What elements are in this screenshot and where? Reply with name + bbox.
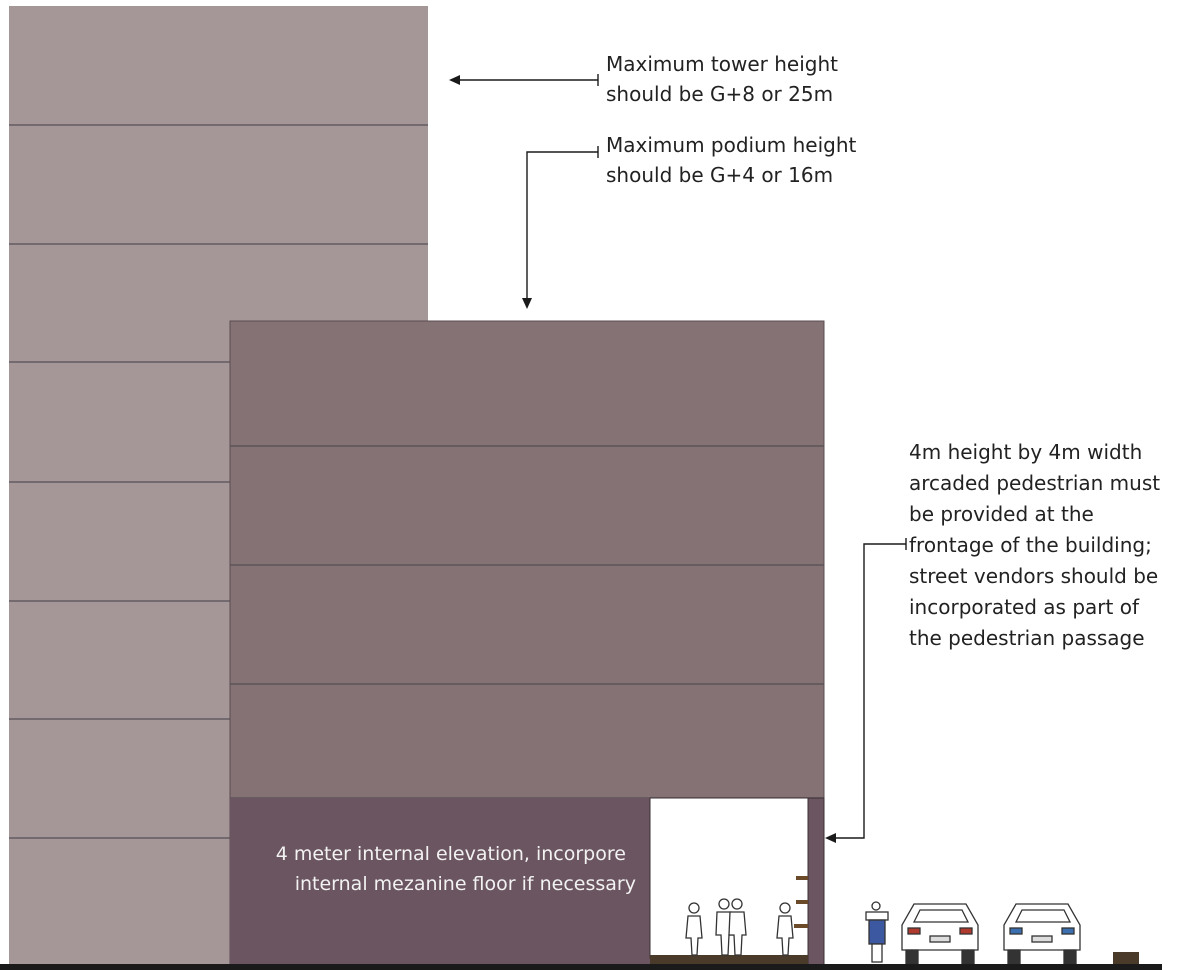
- pedestrian-icon: [685, 902, 703, 956]
- arcade-note-line: frontage of the building;: [909, 533, 1152, 557]
- arcade-note-line: the pedestrian passage: [909, 626, 1145, 650]
- arcade-note-line: street vendors should be: [909, 564, 1158, 588]
- arcade-note-line: incorporated as part of: [909, 595, 1140, 619]
- tower-height-note: Maximum tower height should be G+8 or 25…: [606, 52, 844, 106]
- podium-note-line: should be G+4 or 16m: [606, 163, 833, 187]
- street-vendor-icon: [776, 902, 794, 956]
- arcade-note-line: 4m height by 4m width: [909, 440, 1142, 464]
- ground-floor-note-line: internal mezanine floor if necessary: [295, 873, 636, 895]
- tower-height-leader: [449, 74, 599, 86]
- ground-floor-note-line: 4 meter internal elevation, incorpore: [276, 843, 626, 865]
- podium-height-note: Maximum podium height should be G+4 or 1…: [606, 133, 863, 187]
- arcade-column: [807, 797, 825, 967]
- vendor-shelves: [794, 876, 808, 928]
- podium-note-line: Maximum podium height: [606, 133, 857, 157]
- arcade-note-line: be provided at the: [909, 502, 1094, 526]
- tower-note-line: Maximum tower height: [606, 52, 838, 76]
- arcade-leader: [825, 538, 907, 843]
- motorcycle-icon: [865, 901, 889, 963]
- pedestrians-icon: [715, 898, 747, 956]
- bench-icon: [1113, 952, 1139, 964]
- car-icon: [1003, 903, 1081, 965]
- tower-floor-lines: [9, 124, 428, 839]
- arcade-floor: [650, 955, 808, 965]
- arcade-note: 4m height by 4m width arcaded pedestrian…: [909, 440, 1166, 650]
- podium-height-leader: [522, 146, 599, 309]
- car-icon: [901, 903, 979, 965]
- ground-floor-note: 4 meter internal elevation, incorpore in…: [276, 843, 636, 895]
- tower-note-line: should be G+8 or 25m: [606, 82, 833, 106]
- arcade-note-line: arcaded pedestrian must: [909, 471, 1160, 495]
- ground-line: [0, 964, 1162, 970]
